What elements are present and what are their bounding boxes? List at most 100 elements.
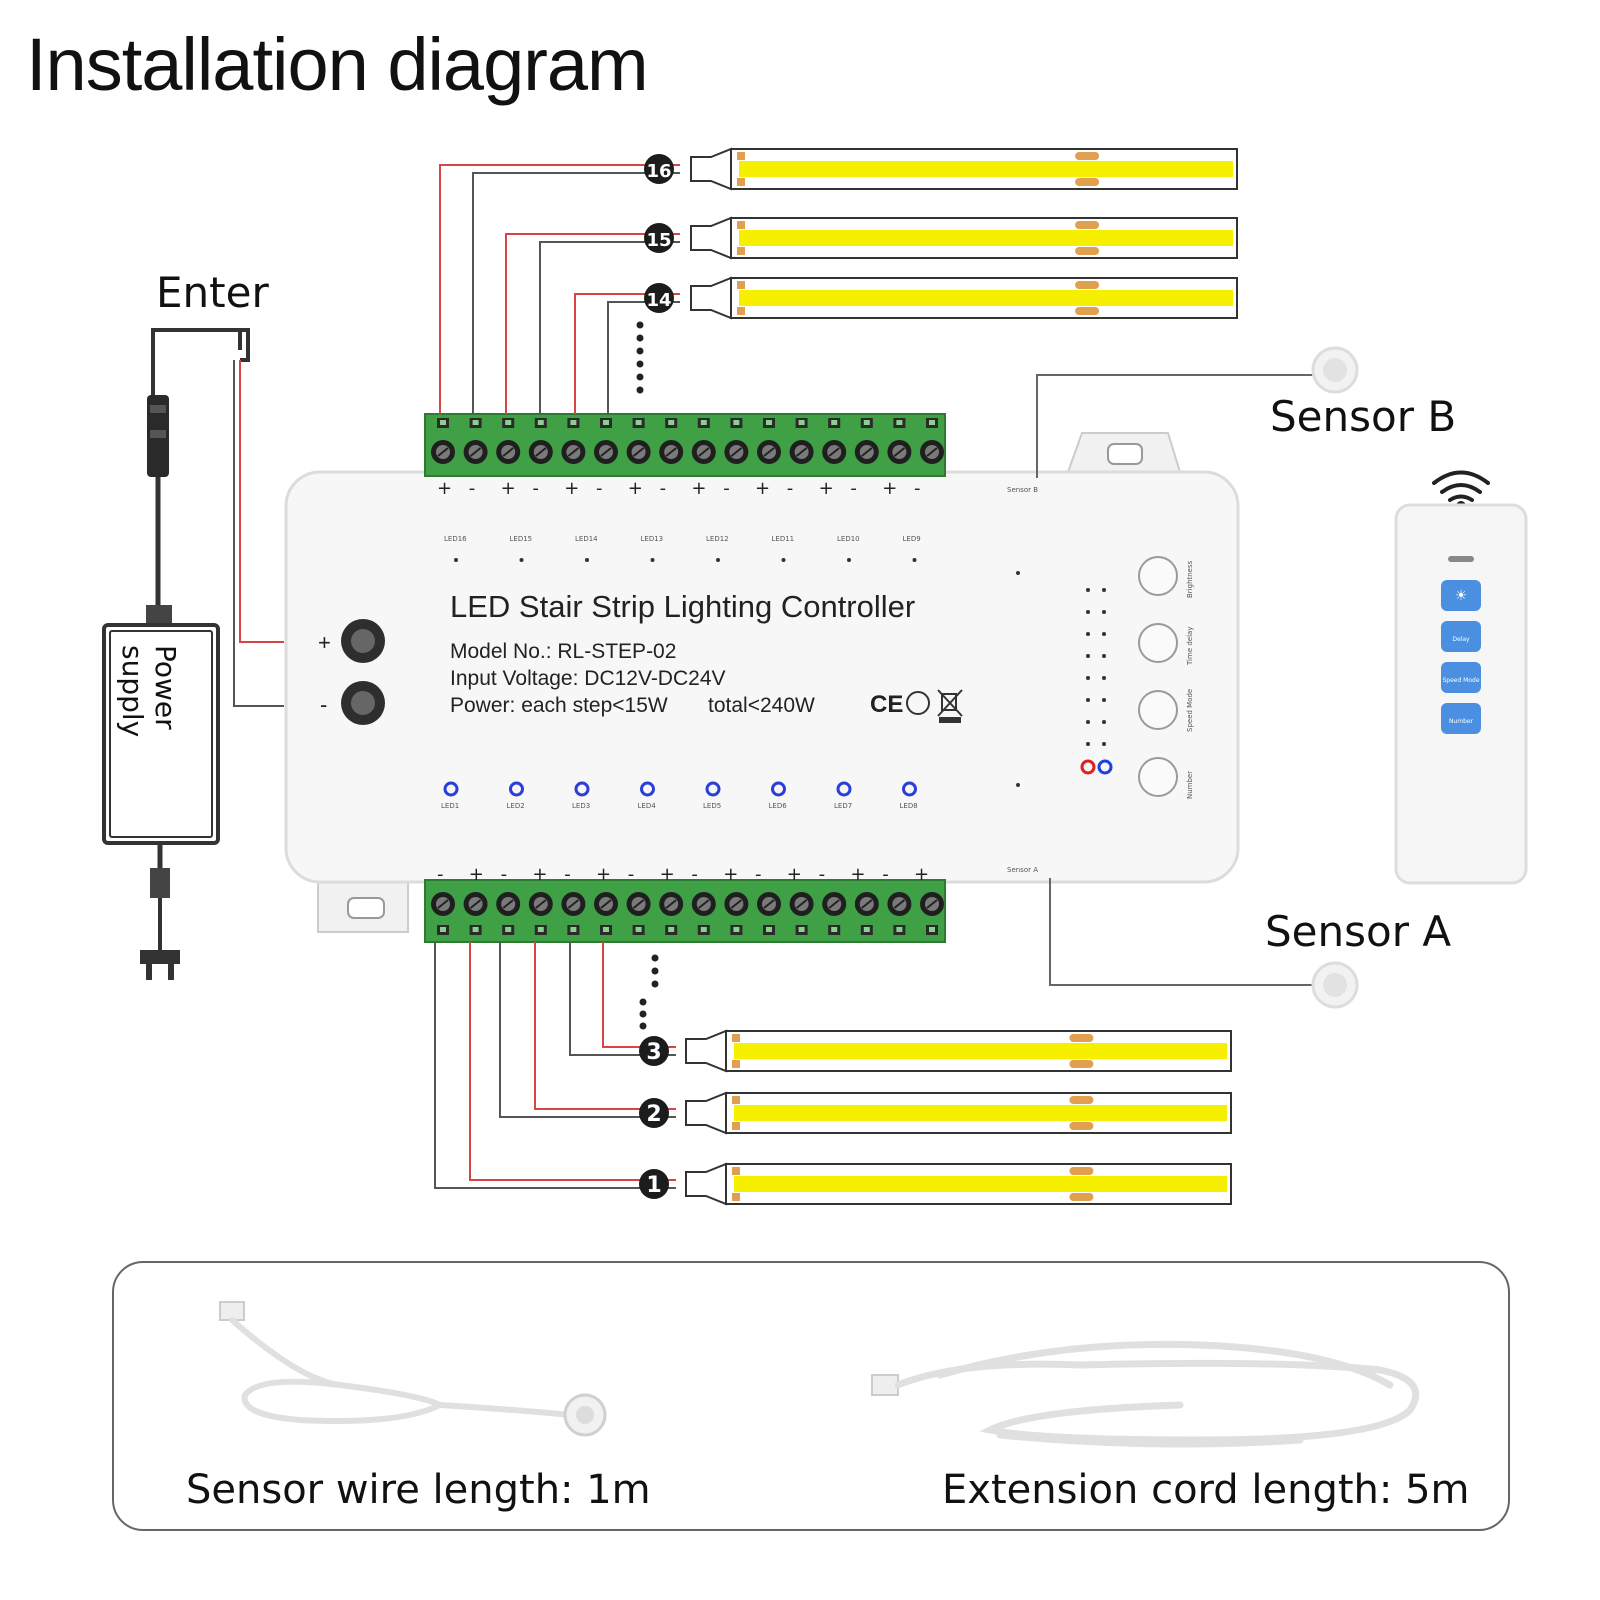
sensor-wire-illustration: [219, 1301, 607, 1437]
polarity-sign: -: [691, 864, 698, 885]
led-strip: 16: [644, 147, 1238, 191]
status-led-blue: [902, 781, 917, 797]
led-strip: 3: [639, 1029, 1232, 1073]
controller-power-each: Power: each step<15W: [450, 694, 668, 717]
controller-button-label: Number: [1186, 771, 1194, 799]
controller-button[interactable]: [1138, 690, 1178, 730]
strip-number-badge: [639, 1036, 669, 1066]
led-label-top: LED13: [641, 535, 664, 543]
led-label-top: LED11: [772, 535, 795, 543]
bottom-terminal-block: [424, 879, 946, 943]
polarity-sign: +: [819, 478, 834, 499]
led-label-bottom: LED6: [769, 802, 788, 810]
led-label-bottom: LED3: [572, 802, 590, 810]
polarity-sign: +: [501, 478, 516, 499]
status-led-blue: [443, 781, 459, 797]
rohs-icon: [906, 691, 930, 715]
strip-number: 16: [646, 161, 671, 182]
polarity-sign: -: [882, 864, 889, 885]
extension-cord-illustration: [871, 1340, 1420, 1448]
remote-button[interactable]: [1441, 703, 1481, 734]
controller-button[interactable]: [1138, 757, 1178, 797]
led-label-bottom: LED4: [638, 802, 657, 810]
polarity-sign: -: [628, 864, 635, 885]
controller-name: LED Stair Strip Lighting Controller: [450, 589, 915, 624]
controller-button[interactable]: [1138, 556, 1178, 596]
polarity-sign: -: [819, 864, 826, 885]
strip-number-badge: [639, 1098, 669, 1128]
strip-number-badge: [644, 283, 674, 313]
polarity-sign: +: [596, 864, 611, 885]
controller-button[interactable]: [1138, 623, 1178, 663]
sensor-a-port-label: Sensor A: [1007, 866, 1038, 874]
remote-button-label: ☀: [1455, 588, 1468, 604]
remote-button[interactable]: [1441, 662, 1481, 693]
polarity-sign: +: [914, 864, 929, 885]
controller-power-total: total<240W: [708, 694, 815, 717]
controller-button-label: Brightness: [1186, 560, 1194, 598]
polarity-sign: -: [787, 478, 794, 499]
continuation-dot: [639, 1022, 647, 1030]
ce-mark: CE: [870, 691, 903, 718]
controller-button-label: Speed Mode: [1186, 689, 1194, 732]
continuation-dot: [636, 347, 644, 355]
polarity-sign: -: [532, 478, 539, 499]
polarity-sign: +: [691, 478, 706, 499]
polarity-sign: -: [469, 478, 476, 499]
controller-unit: + - LED Stair Strip Lighting Controller …: [284, 432, 1240, 933]
sensor-b-port-label: Sensor B: [1007, 486, 1038, 494]
continuation-dot: [636, 334, 644, 342]
continuation-dot: [636, 321, 644, 329]
led-label-bottom: LED1: [441, 802, 459, 810]
power-supply: [102, 328, 250, 980]
polarity-sign: +: [469, 864, 484, 885]
indicator-dots: [1086, 588, 1106, 746]
status-led-blue: [1097, 759, 1113, 775]
polarity-sign: +: [787, 864, 802, 885]
enter-label: Enter: [156, 268, 269, 317]
led-strip: 2: [639, 1091, 1232, 1135]
polarity-sign: -: [564, 864, 571, 885]
polarity-sign: -: [914, 478, 921, 499]
remote-button-label: Delay: [1452, 636, 1470, 643]
continuation-dot: [651, 980, 659, 988]
continuation-dot: [651, 967, 659, 975]
weee-bin-icon: [937, 689, 963, 723]
top-terminal-block: [424, 413, 946, 477]
polarity-sign: -: [596, 478, 603, 499]
polarity-sign: -: [437, 864, 444, 885]
status-led-blue: [705, 781, 721, 797]
controller-model: Model No.: RL-STEP-02: [450, 640, 676, 663]
led-label-bottom: LED5: [703, 802, 721, 810]
remote-button[interactable]: [1441, 580, 1481, 611]
polarity-sign: +: [755, 478, 770, 499]
continuation-dot: [636, 360, 644, 368]
controller-voltage: Input Voltage: DC12V-DC24V: [450, 667, 726, 690]
polarity-sign: -: [660, 478, 667, 499]
continuation-dot: [636, 386, 644, 394]
remote-button-label: Number: [1449, 718, 1474, 725]
page-title: Installation diagram: [26, 23, 649, 106]
led-label-bottom: LED2: [507, 802, 525, 810]
polarity-sign: +: [532, 864, 547, 885]
strip-number: 2: [646, 1102, 661, 1127]
led-label-top: LED10: [837, 535, 860, 543]
continuation-dot: [651, 954, 659, 962]
remote-button-label: Speed Mode: [1442, 677, 1479, 684]
polarity-sign: +: [660, 864, 675, 885]
polarity-sign: -: [501, 864, 508, 885]
polarity-sign: +: [723, 864, 738, 885]
sensor-b-label: Sensor B: [1270, 392, 1457, 441]
continuation-dot: [636, 373, 644, 381]
remote-button[interactable]: [1441, 621, 1481, 652]
led-strip: 1: [639, 1162, 1232, 1206]
accessories-panel: [112, 1261, 1510, 1531]
status-led-red: [1080, 759, 1096, 775]
polarity-sign: +: [628, 478, 643, 499]
polarity-sign: +: [564, 478, 579, 499]
status-led-blue: [771, 781, 786, 797]
sensor-b: [1036, 346, 1359, 478]
status-led-blue: [640, 781, 655, 797]
power-minus-label: -: [320, 692, 327, 717]
